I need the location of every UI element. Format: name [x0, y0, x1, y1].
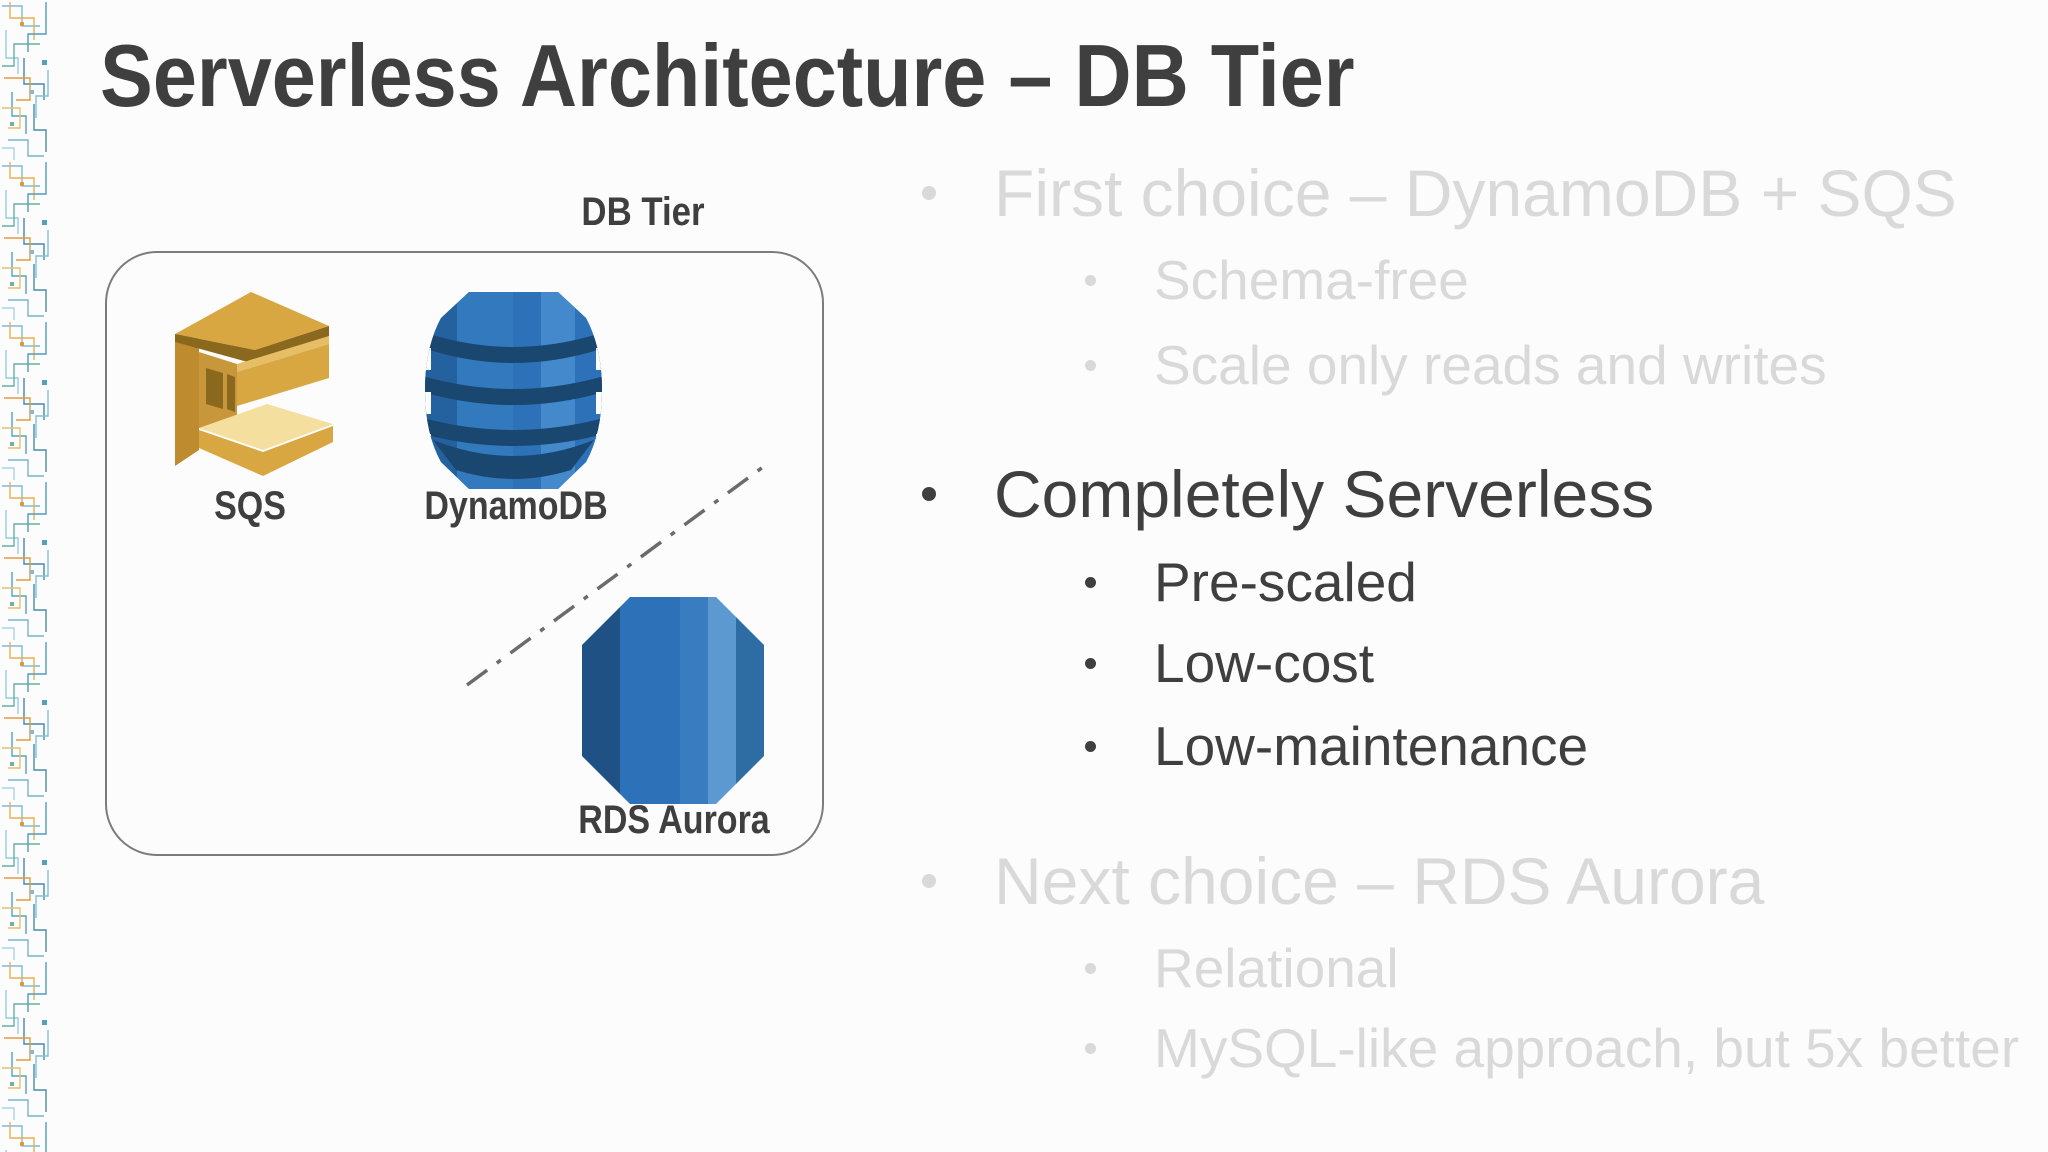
bullet-text: First choice – DynamoDB + SQS — [994, 156, 1957, 230]
circuit-pattern-decoration — [0, 0, 50, 1152]
bullet-text: Completely Serverless — [994, 457, 1655, 531]
dynamodb-icon-label: DynamoDB — [424, 484, 608, 528]
bullet-mysql-like: MySQL-like approach, but 5x better — [1085, 1010, 2019, 1086]
bullet-relational: Relational — [1085, 930, 1399, 1006]
bullet-dot-icon — [1085, 962, 1096, 974]
bullet-dot-icon — [1085, 576, 1096, 588]
dynamodb-icon — [425, 292, 602, 489]
bullet-text: Scale only reads and writes — [1154, 334, 1827, 396]
bullet-dot-icon — [1085, 740, 1096, 752]
db-tier-box — [105, 251, 824, 856]
divider-dash-line — [465, 465, 765, 687]
sqs-icon — [175, 292, 333, 476]
bullet-low-cost: Low-cost — [1085, 625, 1374, 701]
rds-aurora-icon-label: RDS Aurora — [578, 798, 770, 842]
db-tier-group-label: DB Tier — [581, 190, 705, 234]
bullet-text: Next choice – RDS Aurora — [994, 844, 1765, 918]
bullet-text: MySQL-like approach, but 5x better — [1154, 1017, 2020, 1079]
bullet-dot-icon — [1085, 657, 1096, 669]
bullet-next-choice: Next choice – RDS Aurora — [922, 835, 1764, 927]
bullet-completely-serverless: Completely Serverless — [922, 448, 1654, 540]
page-title: Serverless Architecture – DB Tier — [100, 26, 1355, 125]
bullet-text: Pre-scaled — [1154, 551, 1417, 613]
bullet-scale-reads-writes: Scale only reads and writes — [1085, 327, 1827, 403]
rds-aurora-icon — [582, 597, 764, 804]
bullet-dot-icon — [1085, 359, 1096, 371]
bullet-text: Schema-free — [1154, 249, 1469, 311]
bullet-text: Low-maintenance — [1154, 715, 1589, 777]
sqs-icon-label: SQS — [214, 484, 286, 528]
bullet-dot-icon — [922, 186, 936, 200]
bullet-dot-icon — [922, 874, 936, 888]
bullet-text: Relational — [1154, 937, 1399, 999]
bullet-dot-icon — [1085, 274, 1096, 286]
bullet-dot-icon — [922, 487, 936, 501]
bullet-text: Low-cost — [1154, 632, 1375, 694]
bullet-schema-free: Schema-free — [1085, 242, 1469, 318]
bullet-first-choice: First choice – DynamoDB + SQS — [922, 147, 1957, 239]
bullet-dot-icon — [1085, 1042, 1096, 1054]
bullet-low-maintenance: Low-maintenance — [1085, 708, 1588, 784]
bullet-pre-scaled: Pre-scaled — [1085, 544, 1417, 620]
